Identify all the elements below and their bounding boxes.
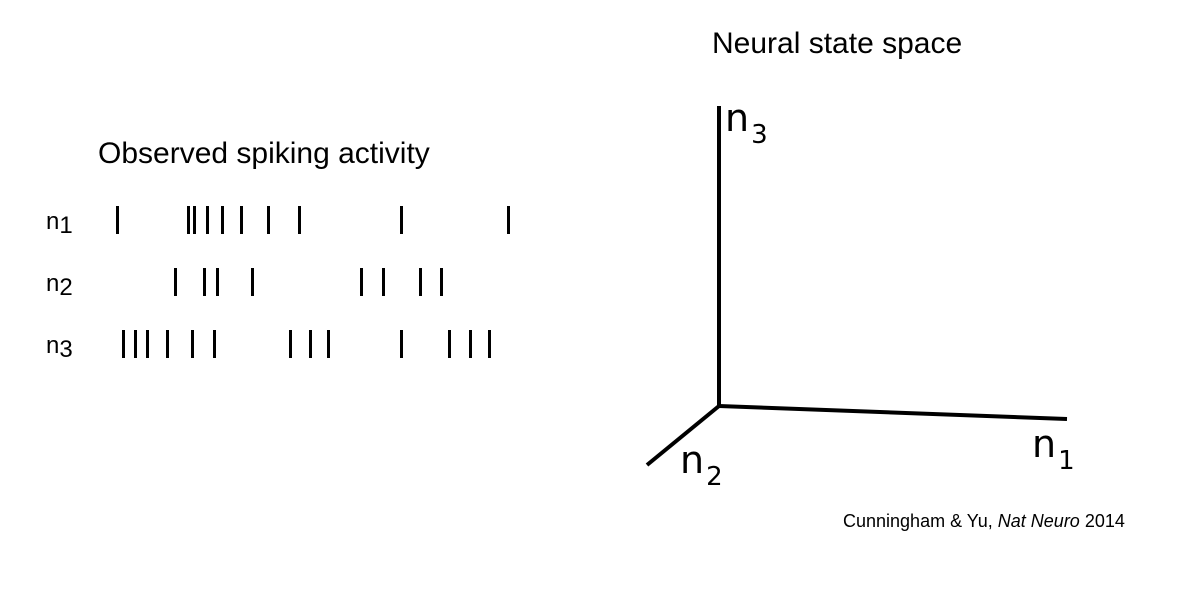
spike bbox=[309, 330, 312, 358]
citation: Cunningham & Yu, Nat Neuro 2014 bbox=[843, 510, 1125, 532]
neuron-label-n3: n3 bbox=[46, 332, 73, 363]
spike bbox=[166, 330, 169, 358]
neuron-label-n1: n1 bbox=[46, 208, 73, 239]
spike bbox=[203, 268, 206, 296]
spike bbox=[400, 206, 403, 234]
spike bbox=[146, 330, 149, 358]
spike bbox=[382, 268, 385, 296]
spike bbox=[360, 268, 363, 296]
spike-train-n1 bbox=[0, 206, 600, 236]
spike bbox=[419, 268, 422, 296]
axis-label-n2: n2 bbox=[680, 438, 723, 492]
n1-axis-line bbox=[718, 404, 1068, 421]
spike bbox=[187, 206, 190, 234]
spike bbox=[507, 206, 510, 234]
spike bbox=[298, 206, 301, 234]
spike bbox=[267, 206, 270, 234]
spike bbox=[193, 206, 196, 234]
spiking-activity-title: Observed spiking activity bbox=[98, 137, 430, 170]
spike-train-n3 bbox=[0, 330, 600, 360]
spike-train-n2 bbox=[0, 268, 600, 298]
spike bbox=[327, 330, 330, 358]
neuron-label-n2: n2 bbox=[46, 270, 73, 301]
spike bbox=[400, 330, 403, 358]
citation-year: 2014 bbox=[1079, 511, 1125, 531]
axis-label-n1: n1 bbox=[1032, 422, 1075, 476]
spike bbox=[469, 330, 472, 358]
spike bbox=[440, 268, 443, 296]
citation-journal: Nat Neuro bbox=[997, 511, 1080, 531]
axis-label-n3: n3 bbox=[725, 96, 768, 150]
spike bbox=[122, 330, 125, 358]
spike bbox=[448, 330, 451, 358]
spike bbox=[134, 330, 137, 358]
spike bbox=[216, 268, 219, 296]
state-space-title: Neural state space bbox=[712, 27, 963, 60]
spike bbox=[251, 268, 254, 296]
n2-axis-line bbox=[645, 404, 721, 467]
spike bbox=[206, 206, 209, 234]
citation-authors: Cunningham & Yu, bbox=[843, 511, 998, 531]
spike bbox=[191, 330, 194, 358]
spike bbox=[221, 206, 224, 234]
spike bbox=[289, 330, 292, 358]
spike bbox=[174, 268, 177, 296]
spike bbox=[240, 206, 243, 234]
spike bbox=[213, 330, 216, 358]
spike bbox=[488, 330, 491, 358]
spike bbox=[116, 206, 119, 234]
